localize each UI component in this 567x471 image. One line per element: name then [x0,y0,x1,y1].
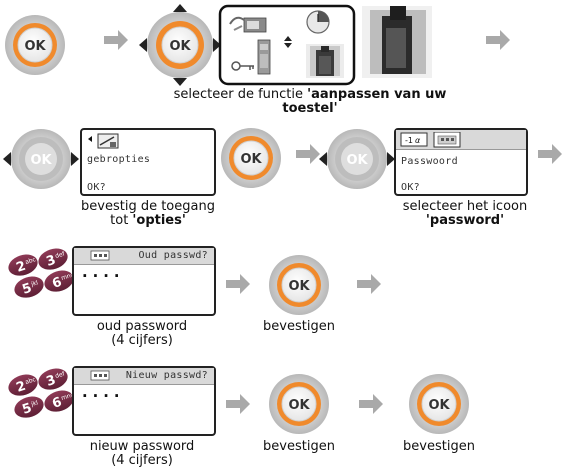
nav-right-arrow-icon [213,38,221,52]
key-6: 6 mno [44,390,75,412]
arrow-8 [359,394,383,414]
svg-text:-1: -1 [405,136,413,145]
confirm-caption-3: bevestigen [403,439,475,454]
screen-options: gebropties OK? [80,128,216,196]
svg-text:mno: mno [60,271,75,282]
ok-prompt: OK? [401,182,420,193]
caption-step2: bevestig de toegang tot 'opties' [81,199,215,228]
key-2: 2 abc [8,374,38,396]
keypad-1[interactable]: 2 abc 3 def 5 jkl 6 mno [6,245,78,301]
info-icon-large [362,6,432,78]
key-6: 6 mno [44,270,75,292]
key-5: 5 jkl [14,276,44,298]
svg-text:OK: OK [240,152,262,167]
icon-selection-panel [218,4,356,86]
svg-text:3: 3 [45,373,58,390]
keypad-2[interactable]: 2 abc 3 def 5 jkl 6 mno [6,365,78,421]
navigator-3[interactable]: OK [319,129,395,189]
arrow-2 [486,30,510,50]
password-dots[interactable]: .... [80,262,123,281]
handset-icon [257,39,271,75]
svg-text:OK: OK [169,39,191,54]
password-label: Passwoord [401,156,458,167]
keypad-small-icon [90,250,110,261]
svg-text:mno: mno [60,391,75,402]
caption-step1: selecteer de functie 'aanpassen van uw t… [173,87,447,116]
svg-text:2: 2 [15,259,28,276]
password-icons: -1 α [400,132,461,148]
ok-button-1[interactable]: OK [4,14,66,76]
nav-left-arrow-icon [319,152,327,166]
key-5: 5 jkl [14,396,44,418]
svg-text:jkl: jkl [29,279,39,288]
keypad-small-icon [90,370,110,381]
svg-text:OK: OK [288,398,310,413]
svg-text:α: α [415,136,421,145]
confirm-caption-2: bevestigen [263,439,335,454]
svg-text:jkl: jkl [29,399,39,408]
svg-text:6: 6 [51,275,64,292]
key-3: 3 def [38,368,68,390]
phone-settings-icon [229,16,267,33]
key-3: 3 def [38,248,68,270]
caption-step4: oud password (4 cijfers) [96,319,188,348]
arrow-5 [226,274,250,294]
nav-right-arrow-icon [71,152,79,166]
svg-text:OK: OK [428,398,450,413]
nav-down-arrow-icon [173,78,187,86]
caption-step3: selecteer het icoon 'password' [402,199,528,228]
nav-left-arrow-icon [3,152,11,166]
svg-text:OK: OK [288,279,310,294]
arrow-6 [357,274,381,294]
screen-new-password: Nieuw passwd? .... [72,366,216,436]
arrow-4 [538,144,562,164]
ok-button-5[interactable]: OK [408,373,470,435]
ok-prompt: OK? [87,182,106,193]
confirm-caption-1: bevestigen [263,319,335,334]
navigator-1[interactable]: OK [139,4,221,86]
icon-bar [396,130,526,150]
svg-text:2: 2 [15,379,28,396]
svg-text:OK: OK [346,153,368,168]
svg-text:abc: abc [24,256,36,266]
ok-button-3[interactable]: OK [268,254,330,316]
caption-step5: nieuw password (4 cijfers) [89,439,195,468]
screen-password-select: -1 α Passwoord OK? [394,128,528,196]
nav-right-arrow-icon [387,152,395,166]
info-icon-selected [306,44,344,78]
svg-text:def: def [54,250,66,260]
arrow-1 [104,30,128,50]
up-down-selector-icon [284,36,292,48]
new-password-title: Nieuw passwd? [125,370,208,381]
screen-old-password: Oud passwd? .... [72,246,216,316]
svg-text:3: 3 [45,253,58,270]
arrow-3 [296,144,320,164]
ok-button-4[interactable]: OK [268,373,330,435]
svg-text:def: def [54,370,66,380]
nav-left-arrow-icon [139,38,147,52]
key-2: 2 abc [8,254,38,276]
old-password-title: Oud passwd? [138,250,208,261]
ok-label: OK [24,39,46,54]
password-dots[interactable]: .... [80,382,123,401]
svg-text:abc: abc [24,376,36,386]
ok-button-2[interactable]: OK [220,127,282,189]
navigator-2[interactable]: OK [3,129,79,189]
arrow-7 [226,394,250,414]
key-icon [231,61,254,71]
svg-text:6: 6 [51,395,64,412]
clock-icon [306,10,330,34]
svg-text:5: 5 [21,401,34,418]
options-icon [88,133,119,149]
nav-up-arrow-icon [173,4,187,12]
options-label: gebropties [87,154,151,165]
svg-text:5: 5 [21,281,34,298]
svg-text:OK: OK [30,153,52,168]
